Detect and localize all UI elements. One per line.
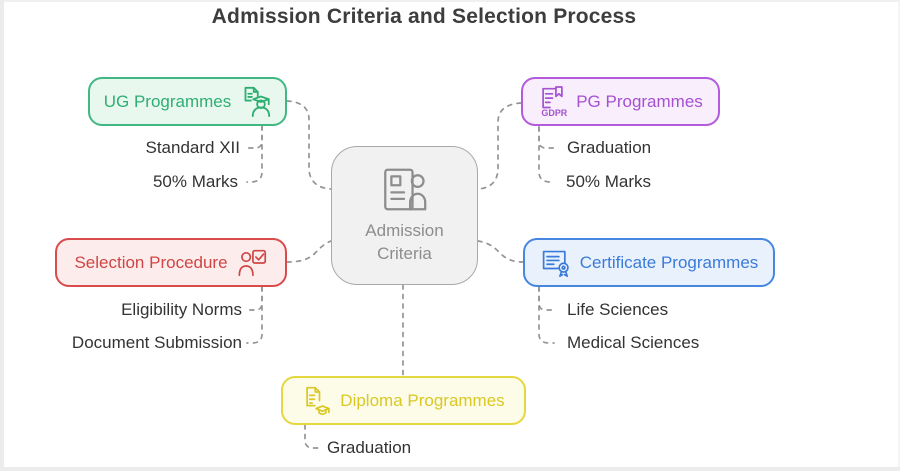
connector-diploma-child-1 (304, 424, 320, 449)
person-checklist-icon (238, 249, 266, 276)
connector-pg-to-center (477, 102, 522, 190)
leaf-ug-50-marks: 50% Marks (152, 172, 238, 191)
node-admission-criteria[interactable]: Admission Criteria (331, 146, 478, 285)
leaf-medical-sciences: Medical Sciences (567, 333, 700, 352)
connector-certificate-child-1 (538, 286, 556, 311)
connector-selection-child-1 (245, 286, 263, 311)
center-node-label: Admission Criteria (365, 221, 444, 263)
node-ug-label: UG Programmes (103, 91, 232, 111)
connector-selection-child-2 (246, 286, 263, 344)
node-certificate-label: Certificate Programmes (579, 252, 759, 272)
connector-certificate-child-2 (538, 286, 555, 344)
leaf-pg-graduation: Graduation (567, 138, 652, 157)
node-ug-programmes[interactable]: UG Programmes (88, 77, 287, 126)
node-pg-label: PG Programmes (576, 91, 703, 111)
leaf-document-submission: Document Submission (71, 333, 242, 352)
connector-ug-child-1 (245, 125, 263, 149)
id-card-icon (383, 168, 426, 211)
certificate-ribbon-icon (542, 250, 569, 277)
node-diploma-label: Diploma Programmes (340, 390, 505, 410)
leaf-pg-50-marks: 50% Marks (566, 172, 652, 191)
gdpr-icon-label: GDPR (542, 108, 568, 118)
graduate-document-icon (244, 86, 271, 117)
node-certificate-programmes[interactable]: Certificate Programmes (523, 238, 775, 287)
connector-selection-to-center (286, 240, 332, 263)
node-selection-procedure[interactable]: Selection Procedure (55, 238, 287, 287)
leaf-diploma-graduation: Graduation (327, 438, 412, 457)
node-pg-programmes[interactable]: GDPR PG Programmes (521, 77, 720, 126)
leaf-eligibility-norms: Eligibility Norms (121, 300, 242, 319)
connector-pg-child-1 (538, 126, 556, 149)
leaf-life-sciences: Life Sciences (567, 300, 669, 319)
page-title: Admission Criteria and Selection Process (211, 5, 637, 28)
node-diploma-programmes[interactable]: Diploma Programmes (281, 376, 526, 425)
connector-certificate-to-center (477, 240, 524, 263)
diploma-graduation-icon (306, 386, 331, 415)
connector-pg-child-2 (538, 126, 555, 183)
gdpr-document-icon: GDPR (542, 86, 568, 118)
node-selection-label: Selection Procedure (74, 252, 228, 272)
connector-ug-child-2 (246, 125, 263, 183)
connector-ug-to-center (286, 100, 332, 190)
leaf-standard-xii: Standard XII (145, 138, 240, 157)
